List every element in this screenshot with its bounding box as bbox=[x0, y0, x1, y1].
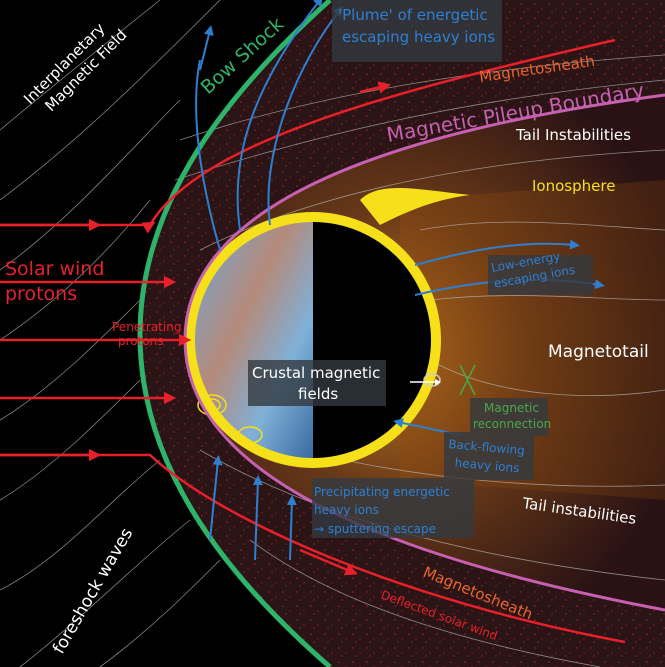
ionosphere-label: Ionosphere bbox=[532, 177, 615, 195]
label-backgrounds bbox=[248, 0, 593, 538]
back-flowing-ions-label: Back-flowingheavy ions bbox=[446, 437, 525, 476]
tail-instabilities-top-label: Tail Instabilities bbox=[515, 126, 631, 144]
magnetotail-label: Magnetotail bbox=[548, 342, 649, 362]
bow-shock-line bbox=[137, 0, 332, 667]
crustal-field-loops bbox=[197, 373, 441, 444]
ionosphere-tail-streamer bbox=[360, 188, 470, 225]
magnetotail-region bbox=[400, 180, 665, 500]
reconnection-x-icon bbox=[459, 364, 476, 396]
solar-wind-arrows bbox=[0, 38, 626, 644]
